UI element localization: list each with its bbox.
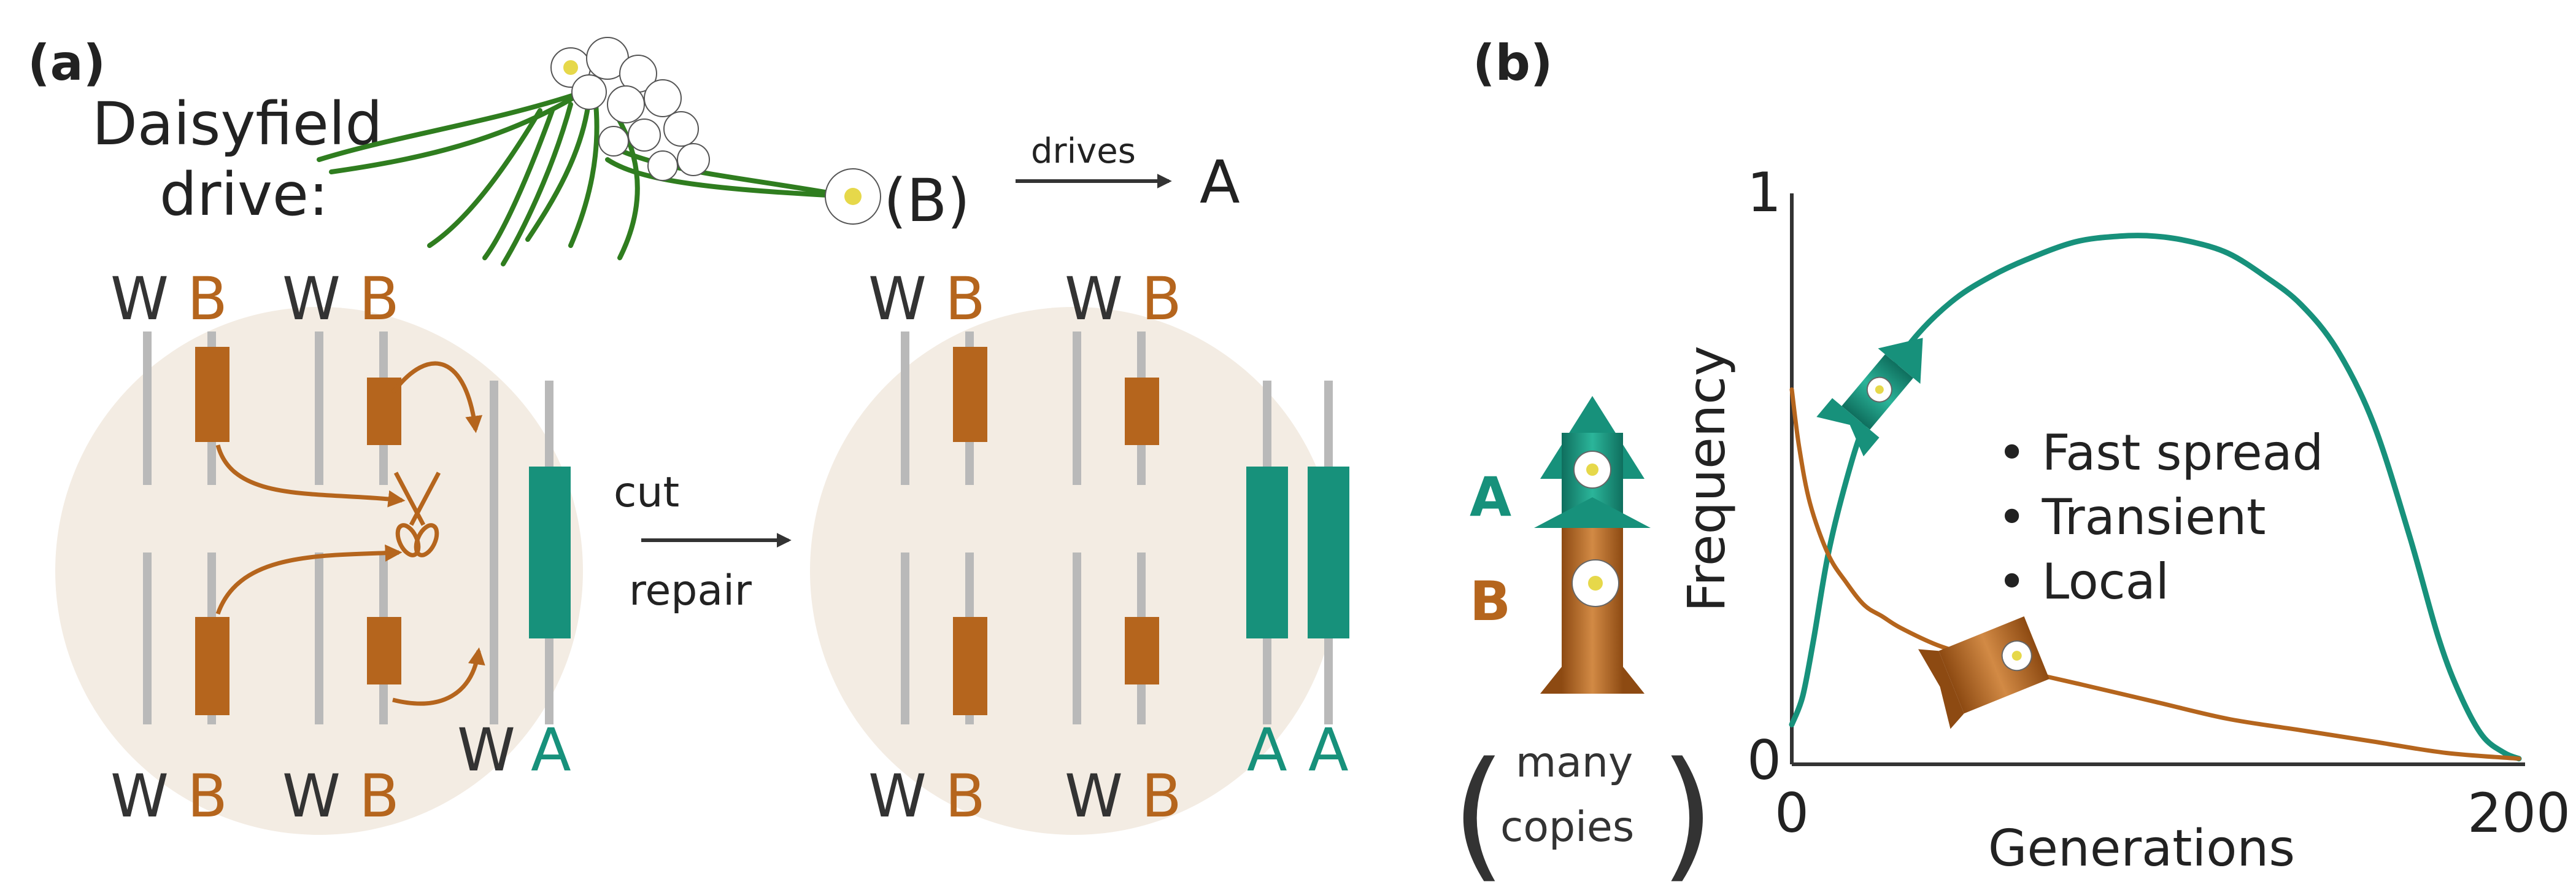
x-tick-200: 200 — [2467, 781, 2570, 845]
cut-label: cut — [614, 468, 679, 517]
y-tick-1: 1 — [1747, 161, 1781, 224]
y-tick-0: 0 — [1747, 729, 1781, 792]
allele-w-bottom-2: W — [282, 762, 341, 831]
teal-rocket-marker — [1816, 338, 1923, 457]
bullet-fast-spread: • Fast spread — [1997, 424, 2323, 481]
frequency-chart: 0 1 0 200 Generations Frequency — [1676, 161, 2570, 878]
bullet-local: • Local — [1997, 553, 2169, 610]
cell-before: W B W B W B W B W A — [55, 265, 583, 835]
allele-w-bottom-3: W — [868, 762, 927, 831]
panel-b: (b) A B ( many copies ) 0 1 0 200 Genera… — [1451, 34, 2570, 884]
x-axis-label: Generations — [1988, 820, 2295, 878]
x-tick-0: 0 — [1775, 781, 1809, 845]
allele-b-bottom-1: B — [187, 762, 228, 831]
scissors-icon — [393, 471, 441, 557]
panel-a: (a) Daisyfield drive: — [28, 34, 1349, 835]
cell-after: W B W B W B W B A A — [810, 265, 1349, 835]
daisy-bouquet-icon — [317, 37, 881, 266]
rocket-label-b: B — [1470, 570, 1511, 633]
bullet-transient: • Transient — [1997, 489, 2266, 546]
allele-w-top-4: W — [1065, 265, 1123, 333]
panel-b-label: (b) — [1473, 34, 1552, 91]
repair-label: repair — [629, 567, 752, 615]
panel-a-label: (a) — [28, 34, 106, 91]
many-copies-line1: many — [1516, 739, 1633, 787]
allele-b-top-4: B — [1141, 265, 1182, 333]
allele-a-right: A — [531, 716, 571, 785]
bracket-open: ( — [1451, 732, 1506, 884]
allele-b-top-3: B — [945, 265, 985, 333]
y-axis-label: Frequency — [1676, 346, 1737, 612]
allele-b-top-2: B — [359, 265, 399, 333]
brown-stump-marker — [1918, 616, 2050, 729]
allele-b-bottom-2: B — [359, 762, 399, 831]
rocket-icon — [1534, 396, 1651, 694]
allele-w-top-2: W — [282, 265, 341, 333]
daisyfield-title-line1: Daisyfield — [92, 90, 382, 158]
allele-w-top-1: W — [110, 265, 169, 333]
daisyfield-title-line2: drive: — [160, 160, 328, 229]
drive-to-label: A — [1200, 148, 1240, 217]
allele-a-right-2: A — [1308, 716, 1349, 785]
allele-w-bottom-1: W — [110, 762, 169, 831]
allele-b-top-1: B — [187, 265, 228, 333]
allele-b-bottom-3: B — [945, 762, 985, 831]
drives-label: drives — [1031, 131, 1136, 171]
series-line-0 — [1789, 233, 2522, 762]
drive-from-label: (B) — [884, 166, 970, 235]
allele-w-right: W — [457, 716, 515, 785]
allele-a-right-1: A — [1247, 716, 1287, 785]
bracket-close: ) — [1660, 732, 1715, 884]
rocket-label-a: A — [1470, 465, 1511, 529]
many-copies-line2: copies — [1500, 803, 1634, 851]
allele-w-top-3: W — [868, 265, 927, 333]
allele-b-bottom-4: B — [1141, 762, 1182, 831]
allele-w-bottom-4: W — [1065, 762, 1123, 831]
